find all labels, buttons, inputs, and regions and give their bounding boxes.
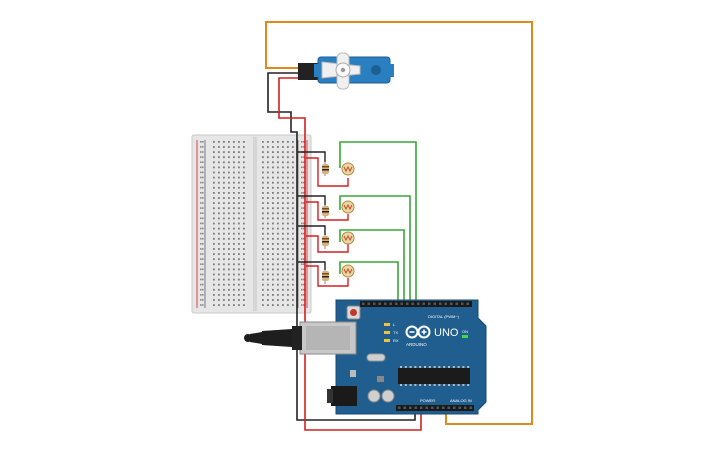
power-label: POWER	[420, 398, 435, 403]
breadboard-holes	[200, 141, 305, 306]
sensor-row-2[interactable]	[322, 200, 355, 218]
sensor-row-4[interactable]	[322, 264, 355, 284]
ldr-power-wires[interactable]	[306, 157, 349, 287]
servo-motor-icon[interactable]	[298, 52, 394, 90]
breadboard[interactable]	[191, 134, 312, 314]
servo-power-wire[interactable]	[278, 77, 422, 431]
arduino-logo	[405, 325, 431, 339]
analog-signal-wires[interactable]	[339, 141, 417, 300]
photoresistor-icon	[341, 200, 355, 214]
svg-text:RX: RX	[393, 338, 399, 343]
photoresistor-icon	[341, 162, 355, 176]
photoresistor-icon	[341, 264, 355, 278]
crystal-oscillator	[366, 353, 386, 362]
status-leds: L TX RX ON	[384, 322, 468, 343]
sensor-row-1[interactable]	[322, 162, 355, 176]
ground-wires[interactable]	[298, 151, 326, 270]
analog-label: ANALOG IN	[450, 398, 472, 403]
resistor-icon	[322, 205, 329, 218]
arduino-uno-board[interactable]: UNO ARDUINO DIGITAL (PWM~) L TX RX ON PO…	[335, 299, 487, 415]
sensor-row-3[interactable]	[322, 231, 355, 249]
capacitor	[381, 389, 395, 403]
resistor-icon	[322, 270, 329, 284]
capacitor	[367, 389, 381, 403]
digital-label: DIGITAL (PWM~)	[428, 314, 460, 319]
photoresistor-icon	[341, 231, 355, 245]
servo-ground-wire[interactable]	[267, 72, 416, 421]
usb-connector-icon[interactable]	[244, 321, 357, 355]
dc-jack-icon[interactable]	[327, 386, 357, 406]
atmega-chip	[398, 366, 470, 386]
power-analog-header[interactable]	[396, 405, 474, 411]
servo-signal-wire[interactable]	[265, 21, 533, 425]
svg-text:L: L	[393, 322, 396, 327]
brand-label: ARDUINO	[406, 342, 427, 347]
digital-header[interactable]	[360, 301, 472, 307]
resistor-icon	[322, 162, 329, 176]
model-label: UNO	[434, 327, 459, 339]
resistor-icon	[322, 235, 329, 249]
reset-button[interactable]	[346, 305, 361, 320]
svg-text:ON: ON	[462, 329, 468, 334]
svg-text:TX: TX	[393, 330, 398, 335]
